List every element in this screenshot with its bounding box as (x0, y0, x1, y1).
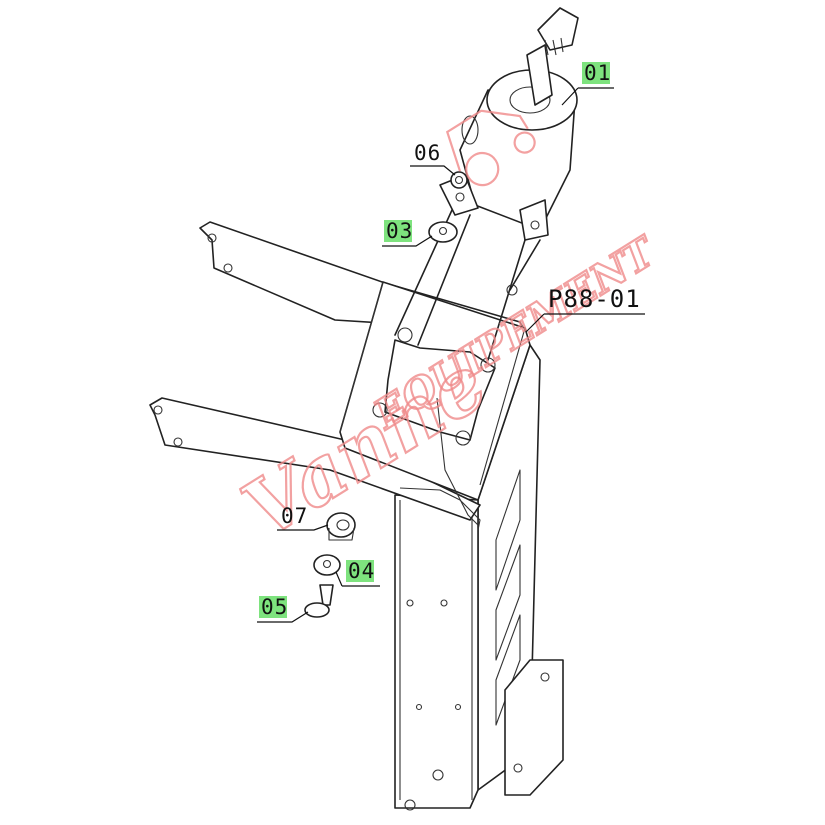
svg-text:03: 03 (386, 219, 413, 243)
label-05: 05 (257, 595, 309, 623)
label-03-highlight (384, 220, 412, 242)
label-03: 03 (382, 219, 433, 247)
bolt-05 (304, 584, 334, 618)
label-01: 01 (561, 61, 614, 106)
label-assembly: P88-01 (525, 285, 645, 333)
svg-text:01: 01 (584, 61, 611, 85)
washer-04 (313, 554, 341, 576)
label-07: 07 (277, 504, 329, 531)
svg-text:04: 04 (348, 559, 375, 583)
gear-motor (394, 7, 579, 361)
washer-03 (428, 221, 458, 243)
nut-06 (450, 171, 468, 189)
svg-text:07: 07 (281, 504, 308, 528)
svg-text:P88-01: P88-01 (548, 285, 641, 313)
label-04: 04 (335, 559, 380, 587)
svg-text:06: 06 (414, 141, 441, 165)
label-05-highlight (259, 596, 287, 618)
label-04-highlight (346, 560, 374, 582)
mounting-bracket (149, 221, 531, 531)
label-01-highlight (582, 62, 610, 84)
label-06: 06 (410, 141, 456, 176)
svg-text:05: 05 (261, 595, 288, 619)
